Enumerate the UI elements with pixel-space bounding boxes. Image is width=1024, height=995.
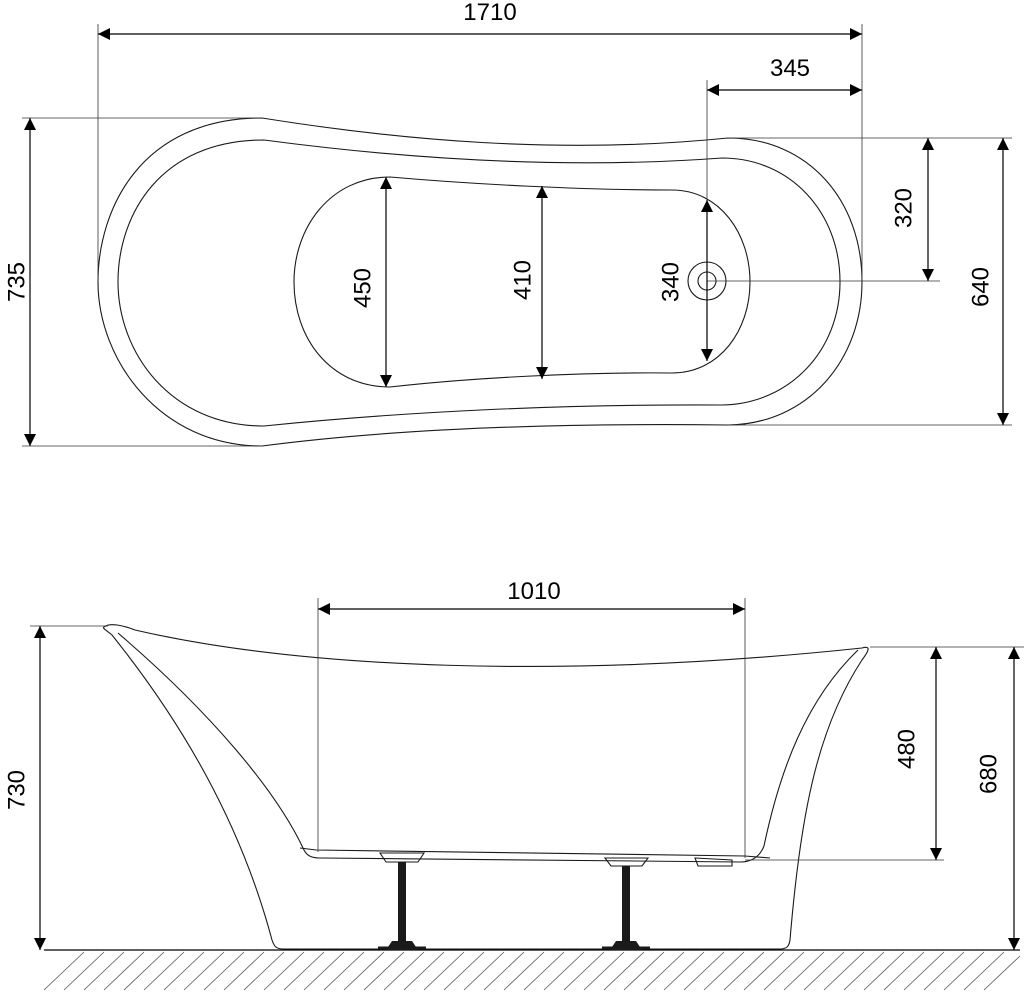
dim-label-basin-end-width: 450 (349, 268, 376, 308)
top-view: 1710 345 735 450 410 340 320 640 (3, 0, 1012, 447)
dim-label-overall-width: 735 (3, 262, 30, 302)
base-block (694, 857, 733, 867)
support-leg-right (602, 857, 650, 950)
leg-mount-plate (603, 857, 650, 867)
dim-label-drain-offset: 345 (770, 55, 810, 82)
dim-label-drain-half-width: 320 (890, 188, 917, 228)
dim-label-base-length: 1010 (507, 578, 560, 605)
dim-label-rim-width: 640 (967, 267, 994, 307)
dim-label-overall-length: 1710 (463, 0, 516, 26)
tub-outer-outline (97, 117, 863, 447)
leg-rod (398, 862, 406, 942)
tub-inner-rim-outline (117, 139, 841, 427)
leg-mount-plate (378, 852, 426, 863)
dim-label-rim-height: 680 (975, 754, 1002, 794)
tub-side-inner-shell (117, 632, 859, 863)
dim-label-overall-height: 730 (3, 770, 30, 810)
floor-hatching (43, 951, 1021, 991)
support-leg-left (378, 852, 426, 950)
dim-label-inner-depth: 480 (893, 729, 920, 769)
dim-label-basin-mid-width: 410 (509, 260, 536, 300)
tub-side-outer-shell (102, 624, 869, 950)
leg-rod (622, 866, 630, 942)
dim-label-basin-drain-width: 340 (657, 262, 684, 302)
tub-base-rail (299, 847, 771, 859)
side-view: 1010 730 480 680 (3, 578, 1024, 991)
tub-basin-outline (293, 176, 751, 388)
